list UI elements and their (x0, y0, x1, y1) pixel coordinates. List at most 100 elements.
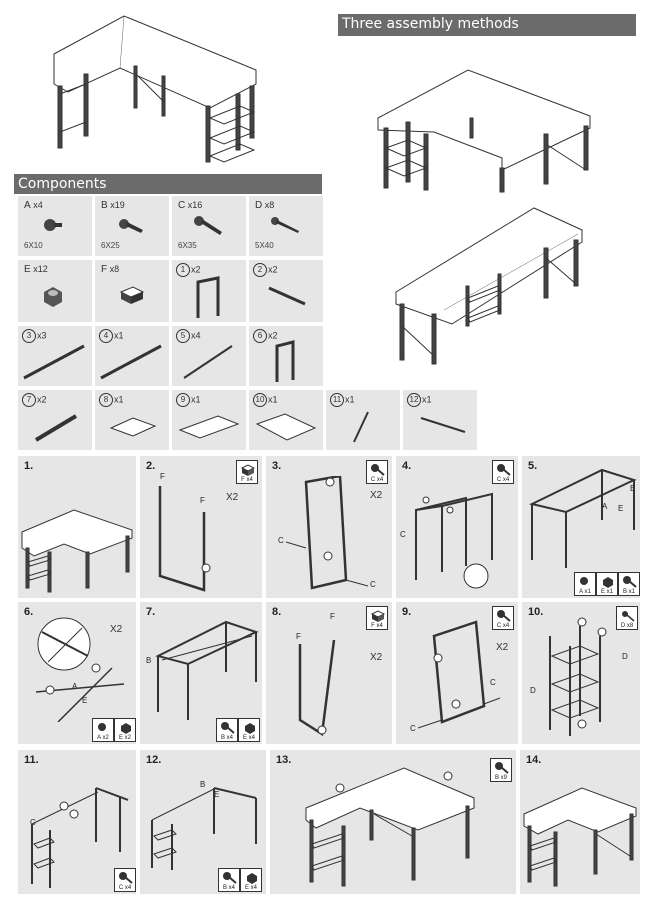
step-14-desk-illustration (523, 787, 637, 887)
step-10: 10. D x8 D D (522, 602, 640, 744)
component-b: B x19 6X25 (95, 196, 169, 256)
screw-icon (622, 611, 635, 622)
step-3-frame-illustration (285, 476, 369, 590)
foot-cap-icon (370, 610, 386, 622)
part-3-bar-icon (23, 344, 85, 380)
method-2-illustration (394, 206, 584, 366)
step-5-badge-a: A x1 (574, 572, 596, 596)
step-6-cross-illustration (35, 617, 125, 722)
step-5-frame-illustration (529, 468, 637, 568)
step-10-shelf-illustration (549, 617, 607, 736)
component-f: F x8 (95, 260, 169, 322)
step-3: 3. C x4 X2 C C (266, 456, 392, 598)
step-6: 6. X2 A E A x2 E x2 (18, 602, 136, 744)
nut-icon (247, 873, 257, 884)
step-4: 4. C x4 C (396, 456, 518, 598)
step-9-hardware-badge: C x4 (492, 606, 514, 630)
step-3-hardware-badge: C x4 (366, 460, 388, 484)
step-7-badge-e: E x4 (238, 718, 260, 742)
nut-icon (121, 723, 131, 734)
screw-icon (98, 723, 106, 731)
step-11-hardware-badge: C x4 (114, 868, 136, 892)
nut-e-icon (44, 287, 62, 307)
screw-a-icon (44, 219, 62, 231)
step-6-badge-a: A x2 (92, 718, 114, 742)
component-a: A x4 6X10 (18, 196, 92, 256)
screw-icon (119, 872, 133, 884)
part-5-bar-icon (183, 345, 233, 379)
step-5-badge-e: E x1 (596, 572, 618, 596)
screw-icon (495, 762, 509, 774)
part-12-bar-icon (420, 417, 466, 433)
step-4-hardware-badge: C x4 (492, 460, 514, 484)
part-10-panel-icon (255, 413, 317, 441)
step-1: 1. (18, 456, 136, 598)
step-7-badge-b: B x4 (216, 718, 238, 742)
step-12-assembly-illustration (151, 787, 257, 870)
step-8-frame-illustration (298, 639, 336, 737)
foot-cap-f-icon (119, 286, 145, 304)
step-5-badge-b: B x1 (618, 572, 640, 596)
part-11-bar-icon (353, 411, 369, 443)
part-9-panel-icon (178, 415, 240, 439)
step-12-badge-b: B x4 (218, 868, 240, 892)
screw-icon (221, 722, 235, 734)
step-13: 13. B x9 (270, 750, 516, 894)
component-c: C x16 6X35 (172, 196, 246, 256)
method-1-illustration (374, 44, 594, 194)
screw-icon (223, 872, 237, 884)
screw-b-icon (119, 219, 143, 233)
foot-cap-icon (240, 464, 256, 476)
screw-c-icon (194, 216, 222, 235)
screw-icon (580, 577, 588, 585)
component-d: D x8 5X40 (249, 196, 323, 256)
step-5: 5. B A E A x1 E x1 B x1 (522, 456, 640, 598)
nut-icon (245, 723, 255, 734)
step-1-desk-illustration (21, 509, 133, 593)
hero-desk-illustration (50, 14, 260, 164)
step-2-frame-illustration (158, 486, 211, 592)
components-header: Components (14, 174, 322, 194)
step-2-hardware-badge: F x4 (236, 460, 258, 484)
step-8-hardware-badge: F x4 (366, 606, 388, 630)
step-12-badge-e: E x4 (240, 868, 262, 892)
screw-icon (497, 464, 511, 476)
step-10-hardware-badge: D x8 (616, 606, 638, 630)
part-8-panel-icon (109, 417, 157, 437)
screw-d-icon (271, 217, 299, 233)
step-9: 9. C x4 X2 C C (396, 602, 518, 744)
part-4-bar-icon (100, 344, 162, 380)
part-7-bar-icon (34, 414, 78, 442)
step-8: 8. F x4 X2 F F (266, 602, 392, 744)
step-7-frame-illustration (155, 620, 259, 720)
component-e: E x12 (18, 260, 92, 322)
step-13-hardware-badge: B x9 (490, 758, 512, 782)
step-2: 2. F x4 X2 F F (140, 456, 262, 598)
screw-icon (497, 610, 511, 622)
nut-icon (603, 577, 613, 588)
screw-icon (371, 464, 385, 476)
step-7: 7. B B x4 E x4 (140, 602, 262, 744)
step-14: 14. (520, 750, 640, 894)
part-2-bar-icon (268, 286, 306, 306)
step-6-badge-e: E x2 (114, 718, 136, 742)
step-11-assembly-illustration (31, 787, 129, 888)
screw-icon (623, 576, 637, 588)
step-13-desk-illustration (305, 767, 475, 887)
step-4-frame-illustration (415, 492, 493, 589)
step-9-frame-illustration (417, 620, 501, 729)
part-6-frame-icon (275, 340, 295, 382)
part-1-frame-icon (196, 276, 220, 318)
step-11: 11. C C x4 (18, 750, 136, 894)
